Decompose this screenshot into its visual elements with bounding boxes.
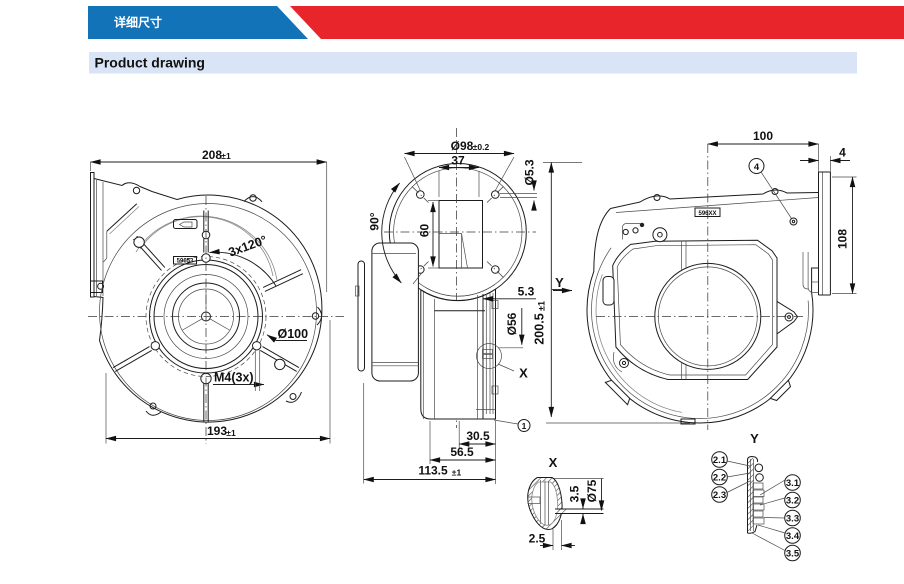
svg-text:±1: ±1 — [221, 151, 231, 161]
svg-text:M4(3x): M4(3x) — [214, 371, 254, 385]
svg-text:208: 208 — [202, 148, 222, 162]
svg-text:Ø100: Ø100 — [278, 327, 309, 341]
svg-text:3.3: 3.3 — [786, 514, 799, 525]
svg-text:108: 108 — [836, 229, 850, 249]
svg-text:3.4: 3.4 — [786, 531, 800, 542]
svg-text:100: 100 — [753, 129, 773, 143]
svg-text:30.5: 30.5 — [466, 429, 490, 443]
svg-text:2.5: 2.5 — [529, 532, 546, 546]
svg-text:Ø98: Ø98 — [451, 139, 474, 153]
svg-text:Y: Y — [750, 431, 759, 446]
svg-text:596XX: 596XX — [698, 211, 716, 217]
svg-text:X: X — [549, 455, 558, 470]
svg-text:3x120°: 3x120° — [227, 233, 269, 260]
svg-text:±1: ±1 — [537, 301, 547, 311]
svg-text:4: 4 — [754, 162, 760, 173]
svg-text:3.1: 3.1 — [786, 478, 800, 489]
svg-text:200.5: 200.5 — [533, 313, 547, 344]
svg-text:±0.2: ±0.2 — [473, 142, 490, 152]
svg-text:±1: ±1 — [226, 428, 236, 438]
svg-text:60: 60 — [418, 224, 432, 238]
svg-text:3.5: 3.5 — [568, 485, 582, 502]
svg-text:详细尺寸: 详细尺寸 — [114, 15, 162, 30]
svg-text:1: 1 — [522, 421, 527, 431]
svg-text:5.3: 5.3 — [518, 285, 535, 299]
svg-text:Product drawing: Product drawing — [95, 55, 205, 71]
svg-text:59653: 59653 — [177, 259, 194, 265]
svg-text:56.5: 56.5 — [450, 445, 474, 459]
svg-text:113.5: 113.5 — [418, 464, 448, 478]
svg-text:Ø75: Ø75 — [585, 479, 599, 502]
svg-text:3.2: 3.2 — [786, 496, 799, 507]
svg-text:2.3: 2.3 — [713, 490, 726, 501]
svg-text:Y: Y — [555, 275, 564, 290]
svg-text:Ø56: Ø56 — [505, 312, 519, 335]
svg-text:X: X — [519, 366, 528, 381]
svg-text:Ø5.3: Ø5.3 — [523, 159, 537, 185]
svg-text:3.5: 3.5 — [786, 549, 800, 560]
svg-text:2.1: 2.1 — [713, 455, 727, 466]
svg-text:2.2: 2.2 — [713, 473, 726, 484]
svg-text:±1: ±1 — [452, 468, 462, 478]
svg-text:193: 193 — [207, 424, 227, 438]
svg-text:90°: 90° — [368, 212, 382, 230]
svg-text:37: 37 — [451, 154, 465, 168]
svg-text:4: 4 — [839, 146, 846, 160]
